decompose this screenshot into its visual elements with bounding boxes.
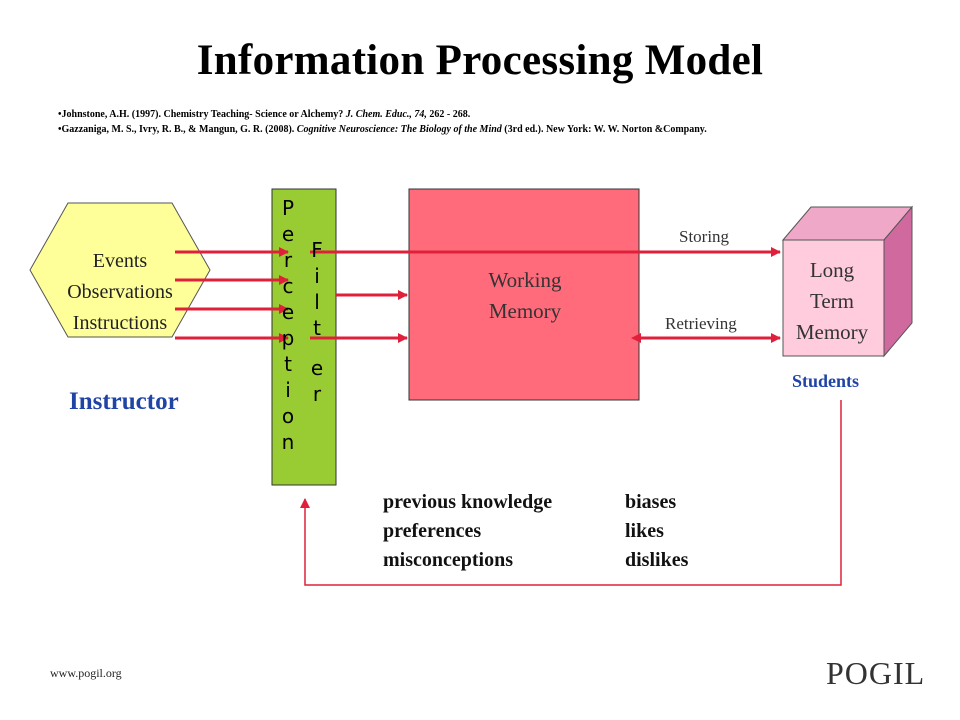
students-label: Students bbox=[792, 371, 860, 391]
retrieving-label: Retrieving bbox=[665, 314, 737, 333]
filter-letter: e bbox=[310, 356, 324, 380]
hexagon-label-events: Events bbox=[92, 250, 148, 272]
hexagon-label-observations: Observations bbox=[67, 281, 173, 303]
perception-letter: p bbox=[281, 326, 295, 350]
ltm-label-line1: Long bbox=[809, 258, 855, 282]
factor-item: dislikes bbox=[625, 549, 689, 571]
perception-letter: c bbox=[282, 274, 294, 298]
filter-letter: r bbox=[312, 382, 322, 406]
feedback-arrow bbox=[300, 400, 842, 586]
factor-item: previous knowledge bbox=[383, 491, 553, 513]
perception-letter: t bbox=[284, 352, 292, 376]
input-hexagon bbox=[29, 202, 211, 338]
ltm-box-front bbox=[782, 239, 885, 357]
ltm-label-line3: Memory bbox=[795, 320, 869, 344]
factor-item: biases bbox=[625, 491, 677, 513]
footer-url[interactable]: www.pogil.org bbox=[50, 666, 122, 680]
reference-item: •Gazzaniga, M. S., Ivry, R. B., & Mangun… bbox=[58, 124, 707, 135]
factors-left-list: previous knowledge preferences misconcep… bbox=[383, 488, 552, 575]
perception-letter: n bbox=[281, 430, 295, 454]
instructor-label: Instructor bbox=[69, 388, 179, 415]
filter-letter: l bbox=[314, 290, 320, 314]
working-memory-box bbox=[408, 188, 640, 401]
filter-letter: i bbox=[314, 264, 320, 288]
filter-letter: F bbox=[311, 238, 323, 262]
factor-item: misconceptions bbox=[383, 549, 513, 571]
factor-item: likes bbox=[625, 520, 664, 542]
ltm-label-line2: Term bbox=[809, 289, 854, 313]
references: •Johnstone, A.H. (1997). Chemistry Teach… bbox=[58, 107, 888, 137]
working-memory-label-line1: Working bbox=[488, 268, 562, 292]
reference-item: •Johnstone, A.H. (1997). Chemistry Teach… bbox=[58, 109, 471, 120]
factors-right-list: biases likes dislikes bbox=[625, 488, 688, 575]
hexagon-label-instructions: Instructions bbox=[72, 312, 168, 334]
factor-item: preferences bbox=[383, 520, 482, 542]
perception-letter: r bbox=[283, 248, 293, 272]
perception-letter: P bbox=[281, 196, 295, 220]
storing-label: Storing bbox=[679, 227, 730, 246]
perception-letter: o bbox=[281, 404, 295, 428]
perception-letter: e bbox=[281, 222, 295, 246]
working-memory-label-line2: Memory bbox=[488, 299, 562, 323]
perception-letter: i bbox=[285, 378, 291, 402]
perception-letter: e bbox=[281, 300, 295, 324]
filter-letter: t bbox=[313, 316, 321, 340]
pogil-logo: POGIL bbox=[826, 655, 926, 691]
page-title: Information Processing Model bbox=[196, 37, 764, 84]
